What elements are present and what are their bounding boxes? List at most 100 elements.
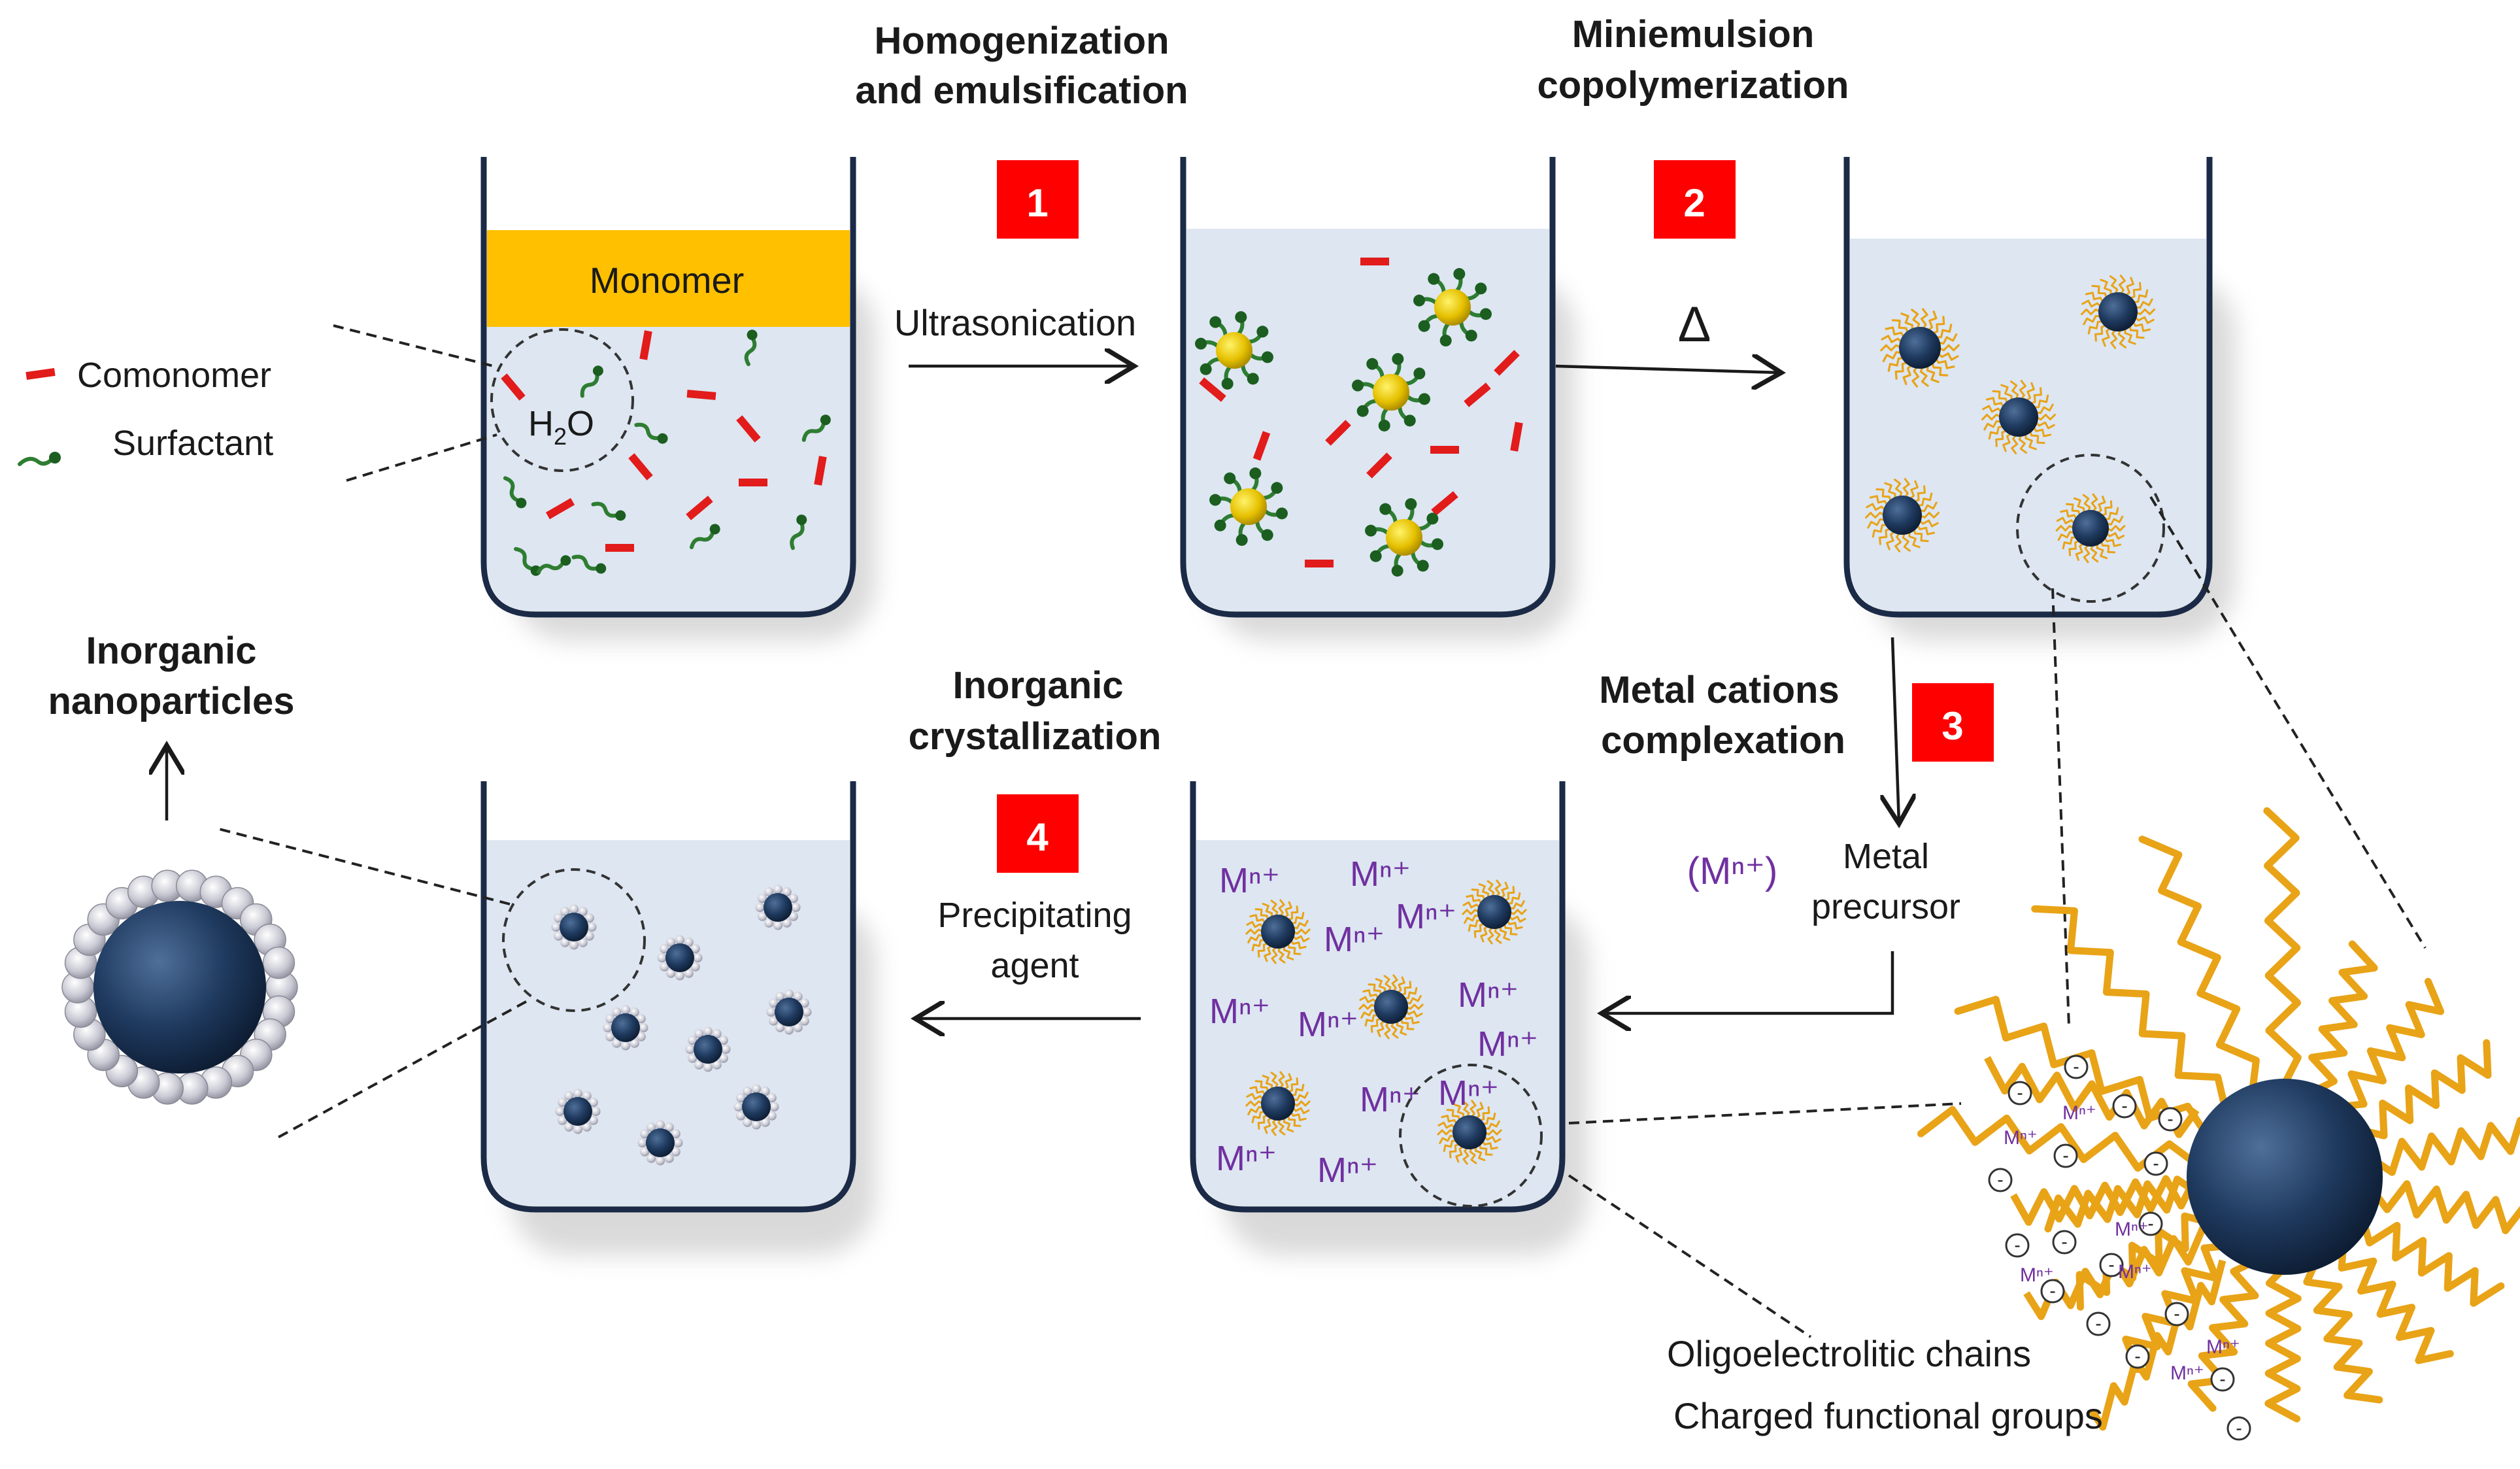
legend-surfactant-label: Surfactant bbox=[112, 424, 273, 463]
inorganic-zoom-line-bottom bbox=[277, 1000, 527, 1139]
zoom-circle-water bbox=[490, 328, 634, 472]
surfactant-droplet bbox=[1413, 268, 1492, 346]
comonomer-molecule bbox=[739, 479, 767, 486]
metal-ion-label: Mⁿ⁺ bbox=[1350, 854, 1411, 894]
oligoelectrolyte-chain bbox=[2089, 1259, 2226, 1431]
comonomer-molecule bbox=[686, 390, 716, 400]
chains-label: Oligoelectrolitic chains bbox=[1667, 1333, 2031, 1374]
monomer-label: Monomer bbox=[590, 260, 745, 301]
polymer-particle bbox=[1880, 308, 1960, 388]
svg-text:-: - bbox=[2049, 1281, 2055, 1301]
small-metal-ion-label: Mⁿ⁺ bbox=[2170, 1362, 2204, 1384]
zoom-circle-inorganic bbox=[502, 868, 646, 1012]
inorganic-zoom-line-top bbox=[218, 828, 511, 905]
zoom-line-top bbox=[1568, 1102, 1962, 1124]
svg-text:-: - bbox=[2061, 1232, 2067, 1252]
beaker-5 bbox=[480, 781, 856, 1213]
svg-text:-: - bbox=[2219, 1369, 2225, 1389]
svg-text:-: - bbox=[2062, 1145, 2068, 1166]
step-2-badge bbox=[1654, 160, 1736, 239]
svg-text:-: - bbox=[2236, 1418, 2242, 1438]
beaker-2 bbox=[1180, 157, 1556, 618]
surfactant-molecule bbox=[503, 476, 527, 509]
comonomer-molecule bbox=[1430, 446, 1459, 454]
metal-ion-label: Mⁿ⁺ bbox=[1298, 1005, 1358, 1044]
step-1-title-line2: and emulsification bbox=[855, 69, 1188, 112]
oligoelectrolyte-chain bbox=[2138, 836, 2260, 1095]
metal-ion-label: Mⁿ⁺ bbox=[1324, 920, 1385, 959]
step-4: Inorganic crystallization 4 Precipitatin… bbox=[909, 664, 1161, 1019]
comonomer-molecule bbox=[1305, 560, 1334, 567]
charged-group: - bbox=[2099, 1253, 2124, 1277]
charged-group: - bbox=[2226, 1416, 2251, 1441]
coated-particle bbox=[551, 904, 597, 950]
polymer-particle bbox=[1358, 974, 1424, 1039]
polymer-core bbox=[93, 901, 266, 1073]
surfactant-molecule bbox=[744, 329, 758, 367]
charged-group: - bbox=[2210, 1367, 2235, 1392]
step-3-number: 3 bbox=[1941, 704, 1963, 748]
small-metal-ion-label: Mⁿ⁺ bbox=[2020, 1264, 2054, 1286]
legend-zoom-line-bottom bbox=[346, 433, 497, 482]
metal-ion-label: Mⁿ⁺ bbox=[1438, 1073, 1499, 1113]
zoomed-particle: -----------------Mⁿ⁺Mⁿ⁺Mⁿ⁺Mⁿ⁺Mⁿ⁺Mⁿ⁺Mⁿ⁺ O… bbox=[1667, 807, 2520, 1441]
comonomer-molecule bbox=[1431, 491, 1458, 516]
metal-precursor-symbol: (Mⁿ⁺) bbox=[1687, 850, 1778, 892]
metal-ion-label: Mⁿ⁺ bbox=[1209, 992, 1270, 1031]
step-4-badge bbox=[997, 794, 1079, 873]
polymer-particles bbox=[1865, 275, 2155, 564]
charged-group: - bbox=[2158, 1107, 2183, 1132]
charged-group: - bbox=[2008, 1081, 2032, 1106]
comonomer-molecule bbox=[1199, 377, 1226, 402]
metal-precursor-line1: Metal bbox=[1843, 837, 1929, 876]
svg-text:-: - bbox=[2073, 1056, 2079, 1077]
charged-group: - bbox=[2125, 1344, 2150, 1369]
surfactant-legend-icon bbox=[18, 452, 61, 466]
oligoelectrolyte-chain bbox=[2010, 1174, 2200, 1226]
step-1-number: 1 bbox=[1026, 181, 1048, 225]
comonomer-molecule bbox=[1494, 350, 1520, 376]
step-2: Miniemulsion copolymerization 2 Δ bbox=[1537, 13, 1849, 373]
small-metal-ion-label: Mⁿ⁺ bbox=[2118, 1261, 2152, 1283]
oligoelectrolyte-chain bbox=[2044, 1175, 2198, 1233]
metal-ion-label: Mⁿ⁺ bbox=[1317, 1151, 1378, 1190]
polymer-particle bbox=[1981, 380, 2056, 454]
charged-group: - bbox=[2138, 1211, 2163, 1236]
comonomer-molecule bbox=[736, 415, 761, 443]
svg-text:-: - bbox=[2174, 1304, 2179, 1324]
inorganic-nanoparticle: Inorganic nanoparticles bbox=[48, 630, 298, 1105]
coated-particle bbox=[685, 1026, 731, 1072]
step-3-arrow-down bbox=[1892, 637, 1899, 824]
surfactant-droplet bbox=[1365, 498, 1443, 577]
svg-text:-: - bbox=[2121, 1096, 2127, 1116]
oligoelectrolyte-chain bbox=[2339, 977, 2445, 1110]
beaker-4: Mⁿ⁺Mⁿ⁺Mⁿ⁺Mⁿ⁺Mⁿ⁺Mⁿ⁺Mⁿ⁺Mⁿ⁺Mⁿ⁺Mⁿ⁺Mⁿ⁺Mⁿ⁺ bbox=[1190, 781, 1566, 1213]
oligoelectrolyte-chain bbox=[2371, 1117, 2520, 1176]
big-polymer-core bbox=[2187, 1079, 2383, 1275]
polymer-particles bbox=[1245, 879, 1527, 1165]
legend-zoom-line-top bbox=[333, 324, 494, 367]
comonomer-molecule bbox=[639, 330, 652, 360]
step-3-arrow-to-beaker bbox=[1602, 951, 1894, 1013]
coated-particle bbox=[657, 935, 703, 981]
zoom-line-left bbox=[2051, 588, 2070, 1027]
metal-ion-label: Mⁿ⁺ bbox=[1216, 1139, 1277, 1178]
zoom-circle-particle bbox=[2016, 454, 2165, 603]
polymer-particle bbox=[1245, 1071, 1311, 1136]
surfactant-molecule bbox=[536, 555, 571, 574]
step-4-action-line2: agent bbox=[990, 946, 1079, 985]
zoom-line-bottom bbox=[1568, 1174, 1812, 1338]
legend-comonomer-label: Comonomer bbox=[77, 356, 271, 395]
oligoelectrolyte-chain bbox=[1984, 1056, 2200, 1138]
step-1-action: Ultrasonication bbox=[894, 302, 1136, 343]
small-metal-ion-label: Mⁿ⁺ bbox=[2062, 1102, 2096, 1124]
water-label: H2O bbox=[528, 404, 594, 450]
metal-ion-label: Mⁿ⁺ bbox=[1458, 975, 1519, 1015]
small-metal-ion-label: Mⁿ⁺ bbox=[2206, 1336, 2240, 1358]
comonomer-molecule bbox=[1464, 382, 1491, 407]
oligoelectrolyte-chain bbox=[2264, 1264, 2302, 1423]
metal-precursor-line2: precursor bbox=[1811, 887, 1960, 926]
coated-particle bbox=[603, 1005, 648, 1051]
comonomer-molecule bbox=[501, 373, 526, 401]
comonomer-molecule bbox=[605, 544, 634, 552]
